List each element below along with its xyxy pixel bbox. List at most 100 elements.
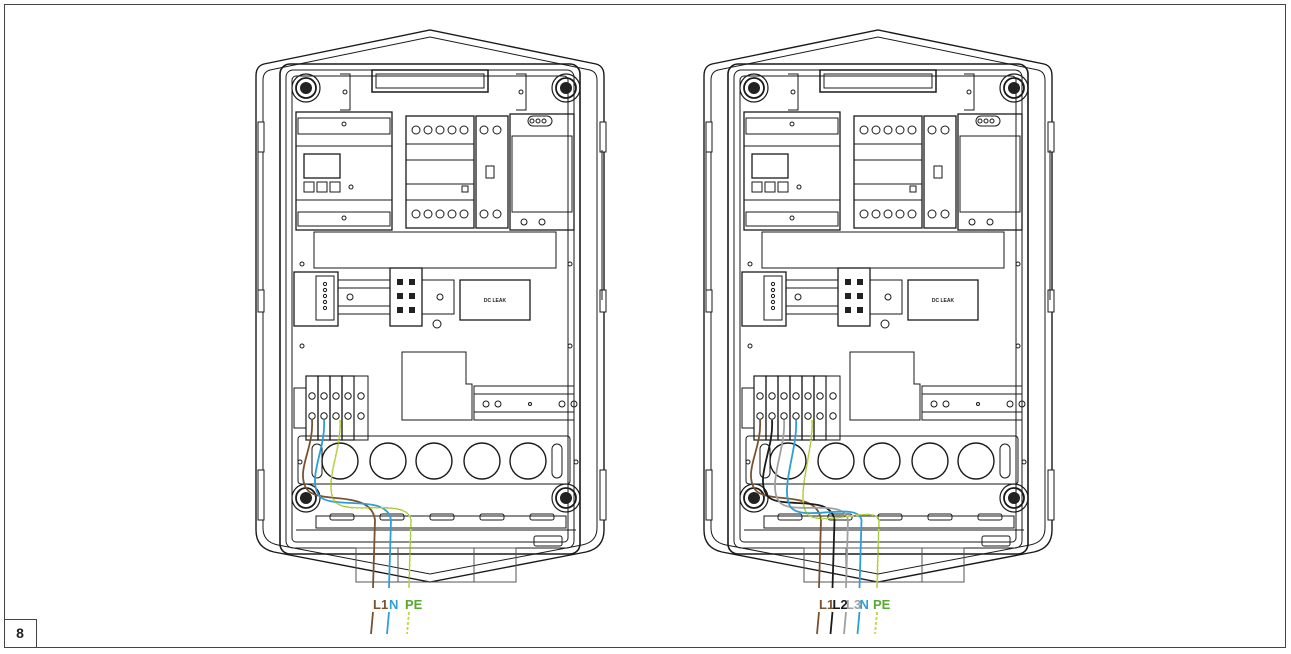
cable-gland	[817, 442, 855, 480]
status-leds	[527, 115, 553, 127]
cable-gland	[863, 442, 901, 480]
mcb	[923, 115, 957, 229]
terminal-screw	[459, 125, 469, 135]
enclosure-body	[727, 63, 1029, 555]
bracket	[964, 73, 975, 111]
terminal-end-plate	[825, 375, 841, 441]
bottom-clip	[379, 513, 405, 521]
meter-button	[751, 181, 763, 193]
dc-leak-label: DC LEAK	[484, 298, 507, 304]
enclosure-shell-inner	[262, 36, 598, 575]
bottom-clip	[827, 513, 853, 521]
slot	[999, 443, 1011, 479]
side-clip	[705, 469, 713, 521]
mcb	[475, 115, 509, 229]
cable-gland	[369, 442, 407, 480]
test-button	[461, 185, 469, 193]
wire-stub-n	[856, 611, 861, 635]
side-clip	[1047, 121, 1055, 153]
backplate	[291, 75, 569, 543]
test-button	[909, 185, 917, 193]
wire-l1	[302, 419, 376, 589]
terminal-screw	[895, 125, 905, 135]
enclosure-shell	[703, 29, 1053, 583]
enclosure-gasket	[285, 69, 575, 549]
gland-area	[297, 435, 571, 485]
dc-leak-label: DC LEAK	[932, 298, 955, 304]
wire-l3	[774, 419, 849, 589]
latch	[533, 535, 563, 547]
din-rail	[785, 279, 839, 315]
terminal-screw	[883, 125, 893, 135]
terminal-screw	[859, 125, 869, 135]
wire-label-n: N	[860, 597, 869, 612]
recess-area	[761, 231, 1005, 269]
wire-l2	[762, 419, 836, 589]
side-clip	[257, 289, 265, 313]
wire-stub-l2	[829, 611, 834, 635]
mounting-screw-icon	[999, 73, 1029, 103]
bracket	[788, 73, 799, 111]
side-clip	[705, 289, 713, 313]
side-clip	[705, 121, 713, 153]
latch	[981, 535, 1011, 547]
bottom-skirt	[355, 547, 517, 583]
side-clip	[257, 469, 265, 521]
enclosure-shell	[255, 29, 605, 583]
terminal-screw	[895, 209, 905, 219]
terminal-screw	[423, 209, 433, 219]
terminal-screw	[859, 209, 869, 219]
cable-gland	[911, 442, 949, 480]
enclosure-shell-inner	[710, 36, 1046, 575]
status-leds	[975, 115, 1001, 127]
din-rail-lower	[921, 385, 1023, 421]
meter-button	[329, 181, 341, 193]
terminal-screw	[447, 125, 457, 135]
end-stop	[293, 387, 307, 429]
lower-recess	[849, 351, 921, 421]
din-rail	[421, 279, 455, 315]
wire-label-pe: PE	[405, 597, 423, 612]
terminal-screw	[411, 125, 421, 135]
side-clip	[257, 121, 265, 153]
terminal-screw	[871, 209, 881, 219]
enclosure-body	[279, 63, 581, 555]
meter-button	[303, 181, 315, 193]
figure-number: 8	[16, 625, 24, 641]
controller-module	[957, 113, 1023, 231]
energy-meter	[743, 111, 841, 231]
side-clip	[599, 289, 607, 313]
cable-gland	[509, 442, 547, 480]
din-rail	[869, 279, 903, 315]
bottom-clip	[329, 513, 355, 521]
input-terminal	[341, 375, 355, 441]
figure-frame	[4, 4, 1286, 648]
wire-pe	[330, 419, 412, 589]
meter-display	[751, 153, 789, 179]
dc-leak-module	[907, 279, 979, 321]
lower-recess	[401, 351, 473, 421]
bottom-clip	[777, 513, 803, 521]
cable-gland	[463, 442, 501, 480]
bottom-clip	[479, 513, 505, 521]
cable-gland	[957, 442, 995, 480]
wire-label-l1: L1	[819, 597, 834, 612]
terminal-block	[389, 267, 423, 327]
terminal-screw	[435, 125, 445, 135]
meter-display	[303, 153, 341, 179]
wire-label-pe: PE	[873, 597, 891, 612]
input-terminal	[813, 375, 827, 441]
bottom-strip	[763, 515, 1015, 529]
energy-meter	[295, 111, 393, 231]
bottom-skirt	[803, 547, 965, 583]
wire-stub-n	[386, 611, 390, 635]
cable-gland	[321, 442, 359, 480]
bracket	[340, 73, 351, 111]
terminal-end-plate	[353, 375, 369, 441]
wire-stub-l1	[370, 611, 374, 635]
slot	[551, 443, 563, 479]
rcd-breaker	[853, 115, 923, 229]
